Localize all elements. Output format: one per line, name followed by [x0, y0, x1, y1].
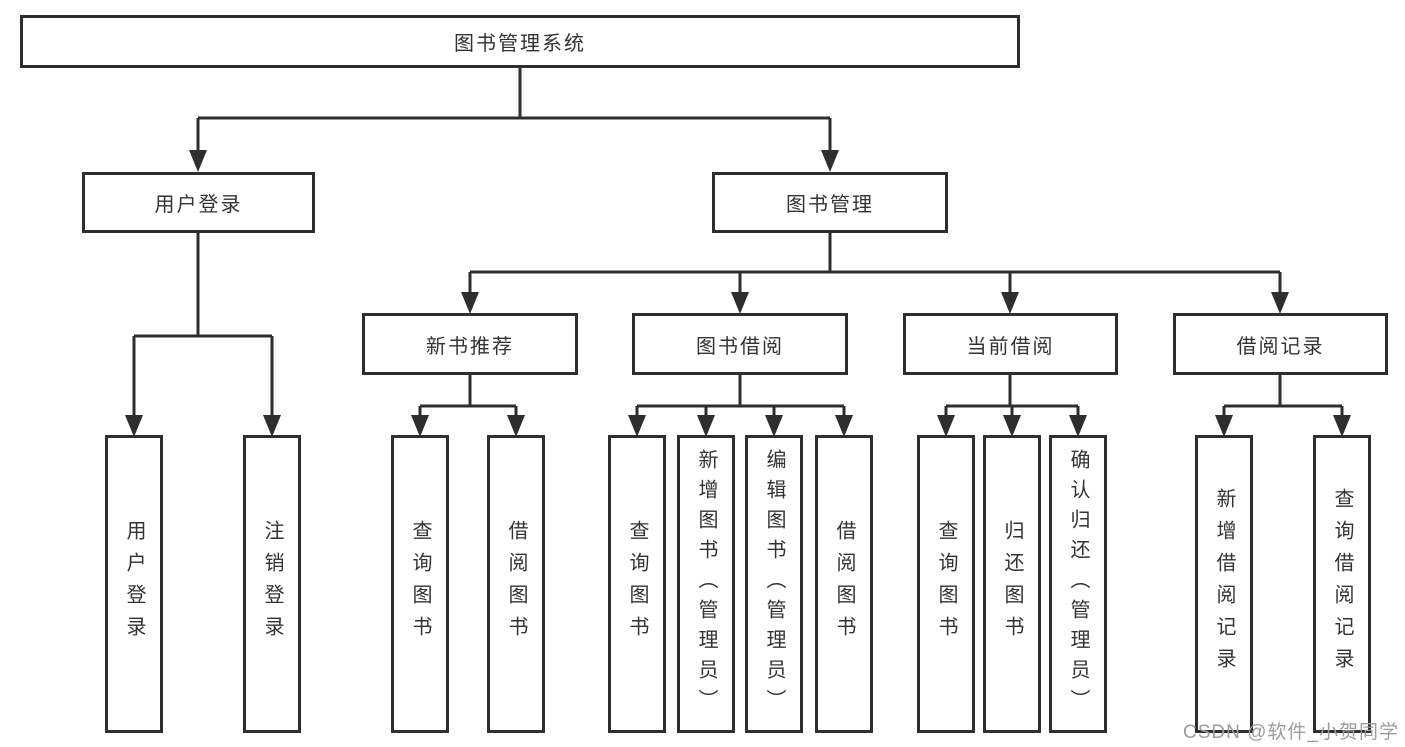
leaf-user-login: 用户登录 — [105, 435, 163, 733]
node-borrow-records: 借阅记录 — [1173, 313, 1388, 375]
leaf-query-books-recommend: 查询图书 — [391, 435, 449, 733]
leaf-query-borrow-record: 查询借阅记录 — [1313, 435, 1371, 733]
leaf-logout: 注销登录 — [243, 435, 301, 733]
node-root-system: 图书管理系统 — [20, 15, 1020, 68]
leaf-query-books-current: 查询图书 — [917, 435, 975, 733]
node-book-borrow: 图书借阅 — [632, 313, 848, 375]
leaf-add-books-admin: 新增图书（管理员） — [677, 435, 735, 733]
leaf-borrow-books: 借阅图书 — [815, 435, 873, 733]
leaf-borrow-books-recommend: 借阅图书 — [487, 435, 545, 733]
leaf-add-borrow-record: 新增借阅记录 — [1195, 435, 1253, 733]
csdn-watermark: CSDN @软件_小贺同学 — [1183, 722, 1399, 743]
leaf-return-books: 归还图书 — [983, 435, 1041, 733]
leaf-query-books-borrow: 查询图书 — [608, 435, 666, 733]
node-book-management: 图书管理 — [712, 172, 948, 233]
node-new-book-recommend: 新书推荐 — [362, 313, 578, 375]
node-current-borrow: 当前借阅 — [903, 313, 1118, 375]
leaf-edit-books-admin: 编辑图书（管理员） — [745, 435, 803, 733]
leaf-confirm-return-admin: 确认归还（管理员） — [1049, 435, 1107, 733]
node-user-login: 用户登录 — [82, 172, 315, 233]
